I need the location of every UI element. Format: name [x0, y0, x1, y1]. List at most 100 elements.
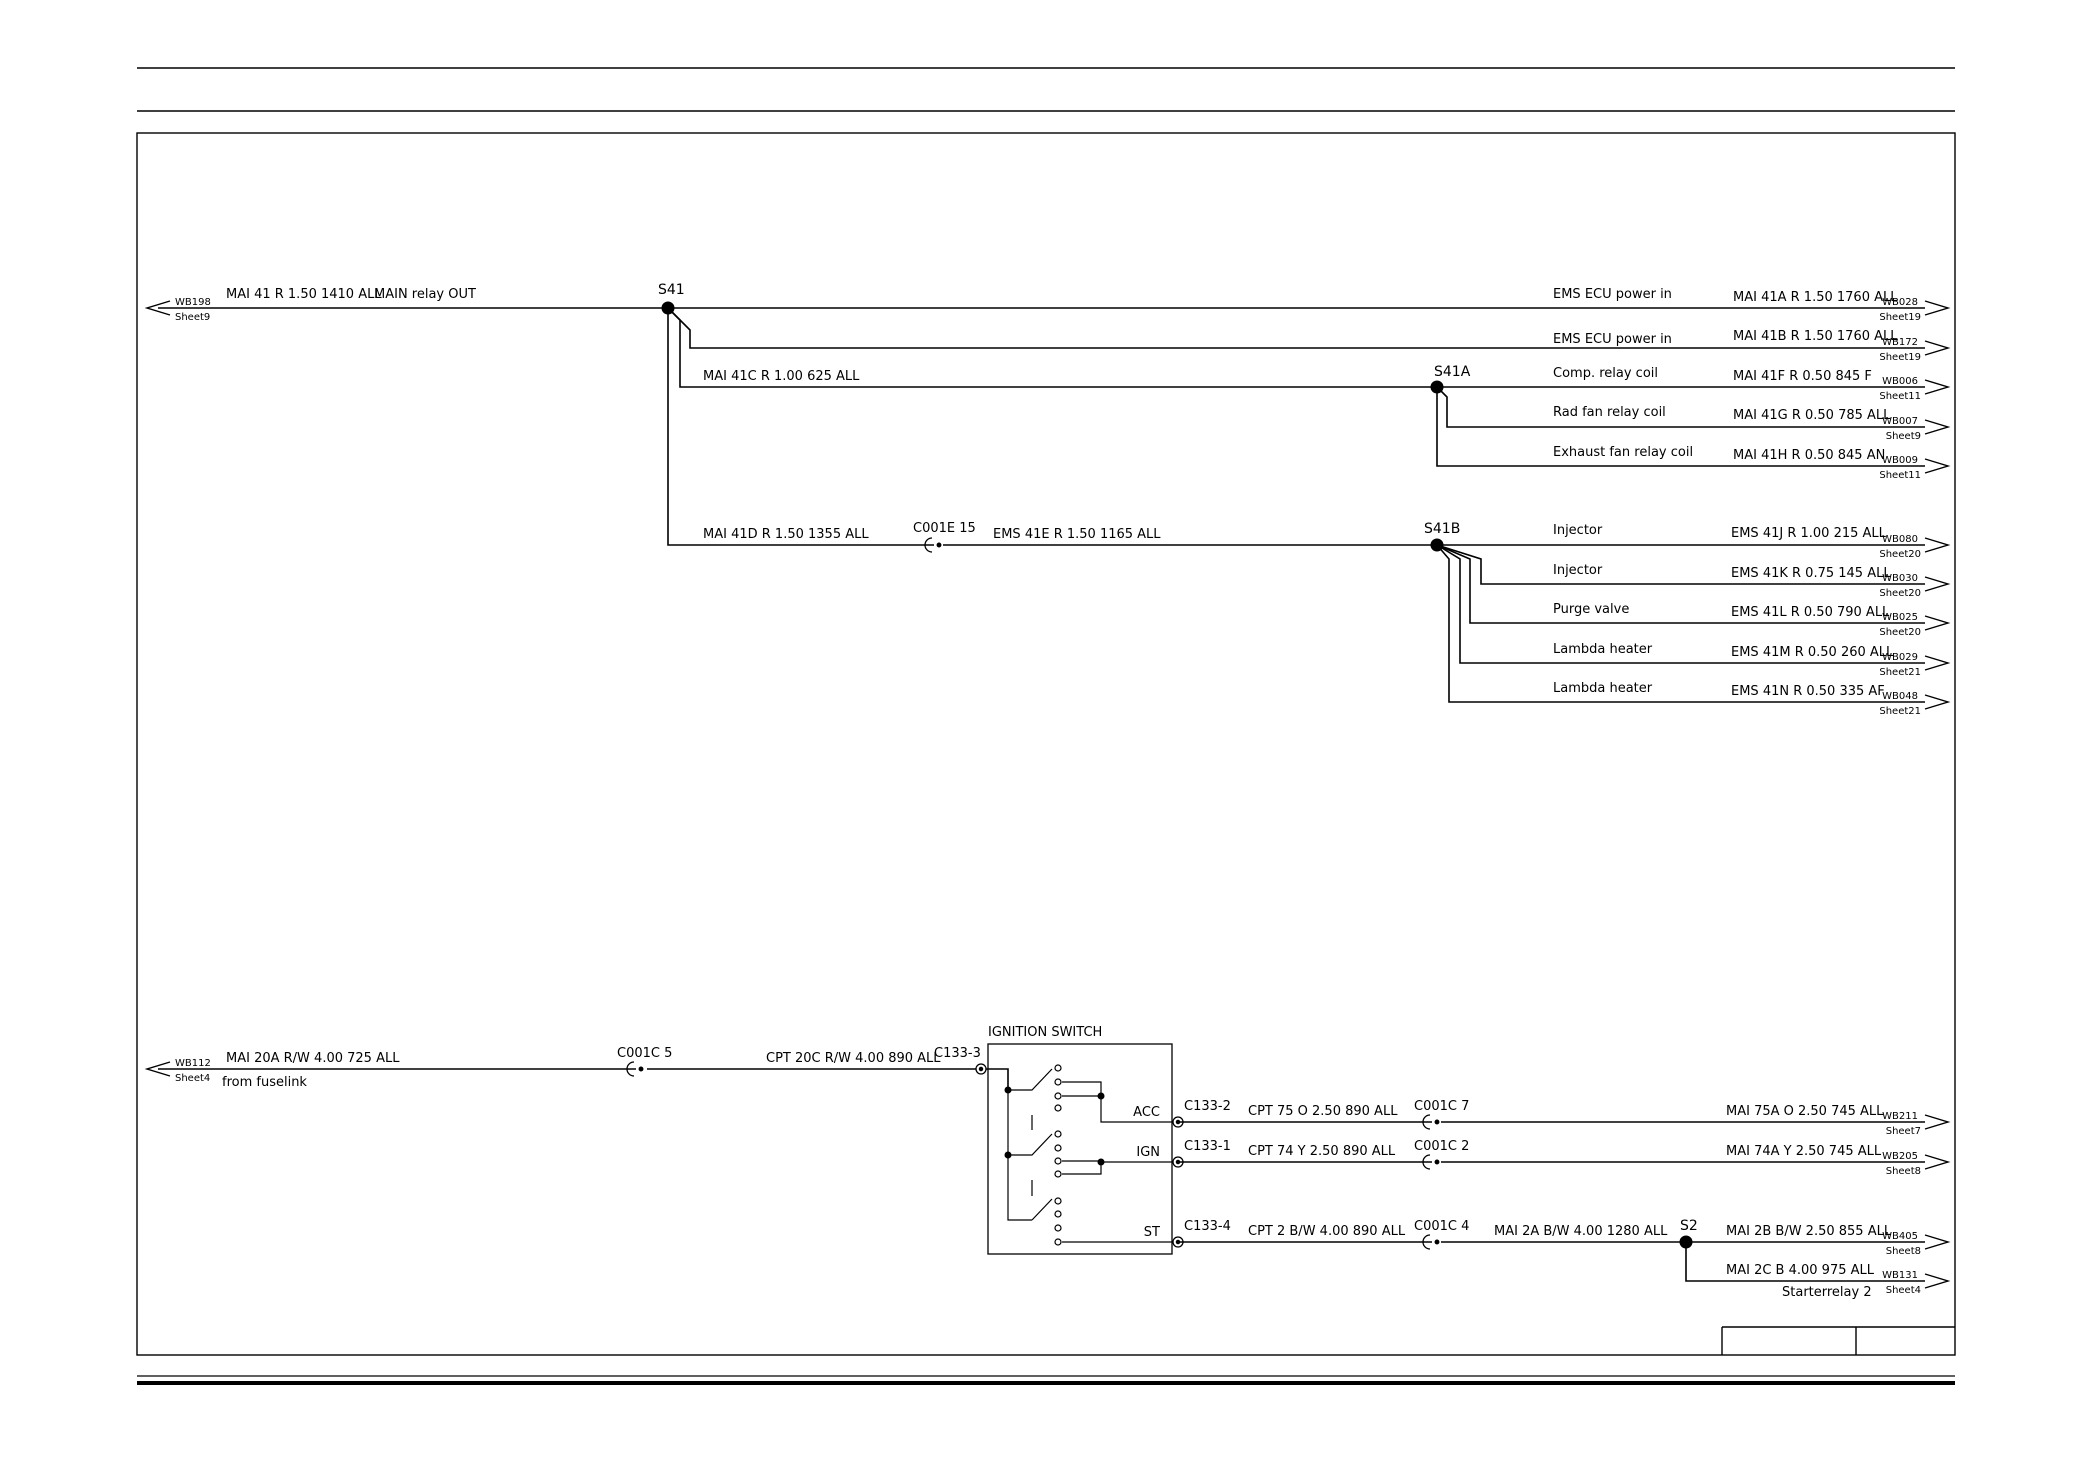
upper-wire-network — [158, 307, 1925, 703]
wire-label: MAI 41H R 0.50 845 AN — [1733, 448, 1885, 463]
offsheet-sheet: Sheet11 — [1879, 470, 1921, 481]
offsheet-arrows — [144, 300, 1951, 1289]
offsheet-ref: WB030 — [1882, 573, 1918, 584]
offsheet-ref: WB025 — [1882, 612, 1918, 623]
offsheet-sheet: Sheet21 — [1879, 667, 1921, 678]
connector-labels: C001E 15 C001C 5 C001C 7 C001C 2 C001C 4… — [617, 521, 1469, 1234]
connector-c133-4-symbol — [1172, 1236, 1184, 1248]
connector-c133-1-symbol — [1172, 1156, 1184, 1168]
offsheet-arrow-right — [1924, 615, 1951, 631]
offsheet-arrow-right — [1924, 576, 1951, 592]
description-label: MAIN relay OUT — [374, 287, 476, 302]
wire-label: MAI 20A R/W 4.00 725 ALL — [226, 1051, 400, 1066]
offsheet-arrow-right — [1924, 419, 1951, 435]
offsheet-sheet: Sheet8 — [1886, 1246, 1921, 1257]
splice-s41-label: S41 — [658, 282, 685, 298]
splice-s41a-dot — [1430, 380, 1444, 394]
offsheet-ref: WB131 — [1882, 1270, 1918, 1281]
wire-label: MAI 74A Y 2.50 745 ALL — [1726, 1144, 1882, 1159]
offsheet-sheet: Sheet19 — [1879, 352, 1921, 363]
ignition-switch: IGNITION SWITCH ACC IGN ST — [987, 1025, 1173, 1255]
lower-wire-network — [158, 1068, 1925, 1282]
wire-label: EMS 41L R 0.50 790 ALL — [1731, 605, 1890, 620]
wire-label: MAI 41B R 1.50 1760 ALL — [1733, 329, 1898, 344]
wire-label: MAI 75A O 2.50 745 ALL — [1726, 1104, 1884, 1119]
connector-c001c-2-label: C001C 2 — [1414, 1139, 1469, 1154]
connector-c001c-2-symbol — [1422, 1154, 1440, 1170]
description-label: Comp. relay coil — [1553, 366, 1658, 381]
connector-c133-3-label: C133-3 — [934, 1046, 981, 1061]
description-label: Lambda heater — [1553, 681, 1653, 696]
description-label: Starterrelay 2 — [1782, 1285, 1872, 1300]
offsheet-sheet: Sheet11 — [1879, 391, 1921, 402]
offsheet-refs: WB198 Sheet9 WB028 Sheet19 WB172 Sheet19… — [175, 297, 1921, 1296]
offsheet-sheet: Sheet9 — [175, 312, 210, 323]
description-label: Injector — [1553, 563, 1603, 578]
splice-labels: S41 S41A S41B S2 — [658, 282, 1698, 1234]
offsheet-arrow-right — [1924, 300, 1951, 316]
wire-label: EMS 41E R 1.50 1165 ALL — [993, 527, 1161, 542]
connector-c133-4-label: C133-4 — [1184, 1219, 1231, 1234]
splice-s41-dot — [661, 301, 675, 315]
wire-label: EMS 41J R 1.00 215 ALL — [1731, 526, 1887, 541]
wire-label: MAI 41 R 1.50 1410 ALL — [226, 287, 382, 302]
ignition-st-label: ST — [1144, 1225, 1160, 1240]
circuit-descriptions: MAIN relay OUT EMS ECU power in EMS ECU … — [222, 287, 1872, 1300]
offsheet-sheet: Sheet9 — [1886, 431, 1921, 442]
ignition-acc-label: ACC — [1133, 1105, 1160, 1120]
connector-c001e-15-label: C001E 15 — [913, 521, 976, 536]
offsheet-arrow-right — [1924, 1273, 1951, 1289]
offsheet-ref: WB006 — [1882, 376, 1918, 387]
ignition-switch-body — [987, 1043, 1173, 1255]
wire-label: EMS 41M R 0.50 260 ALL — [1731, 645, 1894, 660]
offsheet-sheet: Sheet21 — [1879, 706, 1921, 717]
splice-s2-dot — [1679, 1235, 1693, 1249]
wire-label: CPT 20C R/W 4.00 890 ALL — [766, 1051, 941, 1066]
offsheet-sheet: Sheet20 — [1879, 588, 1921, 599]
title-block — [1721, 1326, 1955, 1355]
description-label: Purge valve — [1553, 602, 1629, 617]
wire-label: EMS 41N R 0.50 335 AF — [1731, 684, 1885, 699]
page-frame — [136, 67, 1956, 1385]
offsheet-sheet: Sheet4 — [1886, 1285, 1921, 1296]
description-label: from fuselink — [222, 1075, 307, 1090]
offsheet-arrow-left — [144, 300, 171, 316]
description-label: Injector — [1553, 523, 1603, 538]
connector-c001c-4-label: C001C 4 — [1414, 1219, 1469, 1234]
wire-label: MAI 2A B/W 4.00 1280 ALL — [1494, 1224, 1668, 1239]
offsheet-sheet: Sheet20 — [1879, 549, 1921, 560]
splice-s41a-label: S41A — [1434, 364, 1471, 380]
connector-c133-2-symbol — [1172, 1116, 1184, 1128]
description-label: Lambda heater — [1553, 642, 1653, 657]
offsheet-ref: WB029 — [1882, 652, 1918, 663]
wire-labels: MAI 41 R 1.50 1410 ALL MAI 41C R 1.00 62… — [226, 287, 1898, 1278]
connector-c133-3-symbol — [975, 1063, 987, 1075]
splice-s2-label: S2 — [1680, 1218, 1698, 1234]
splice-s41b-dot — [1430, 538, 1444, 552]
connector-c133-2-label: C133-2 — [1184, 1099, 1231, 1114]
wire-label: CPT 74 Y 2.50 890 ALL — [1248, 1144, 1396, 1159]
wire-label: MAI 41F R 0.50 845 F — [1733, 369, 1872, 384]
connector-c001c-7-symbol — [1422, 1114, 1440, 1130]
offsheet-arrow-right — [1924, 340, 1951, 356]
wire-label: CPT 75 O 2.50 890 ALL — [1248, 1104, 1398, 1119]
offsheet-arrow-right — [1924, 379, 1951, 395]
description-label: EMS ECU power in — [1553, 332, 1672, 347]
connector-c133-1-label: C133-1 — [1184, 1139, 1231, 1154]
offsheet-arrow-right — [1924, 655, 1951, 671]
offsheet-arrow-left — [144, 1061, 171, 1077]
ignition-ign-label: IGN — [1136, 1145, 1160, 1160]
offsheet-ref: WB009 — [1882, 455, 1918, 466]
description-label: Exhaust fan relay coil — [1553, 445, 1693, 460]
wire-label: MAI 41A R 1.50 1760 ALL — [1733, 290, 1898, 305]
offsheet-ref: WB405 — [1882, 1231, 1918, 1242]
offsheet-ref: WB080 — [1882, 534, 1918, 545]
offsheet-ref: WB198 — [175, 297, 211, 308]
wire-label: MAI 2C B 4.00 975 ALL — [1726, 1263, 1875, 1278]
connector-c001c-5-label: C001C 5 — [617, 1046, 672, 1061]
offsheet-arrow-right — [1924, 694, 1951, 710]
wire-label: MAI 2B B/W 2.50 855 ALL — [1726, 1224, 1892, 1239]
description-label: EMS ECU power in — [1553, 287, 1672, 302]
offsheet-ref: WB007 — [1882, 416, 1918, 427]
offsheet-arrow-right — [1924, 537, 1951, 553]
